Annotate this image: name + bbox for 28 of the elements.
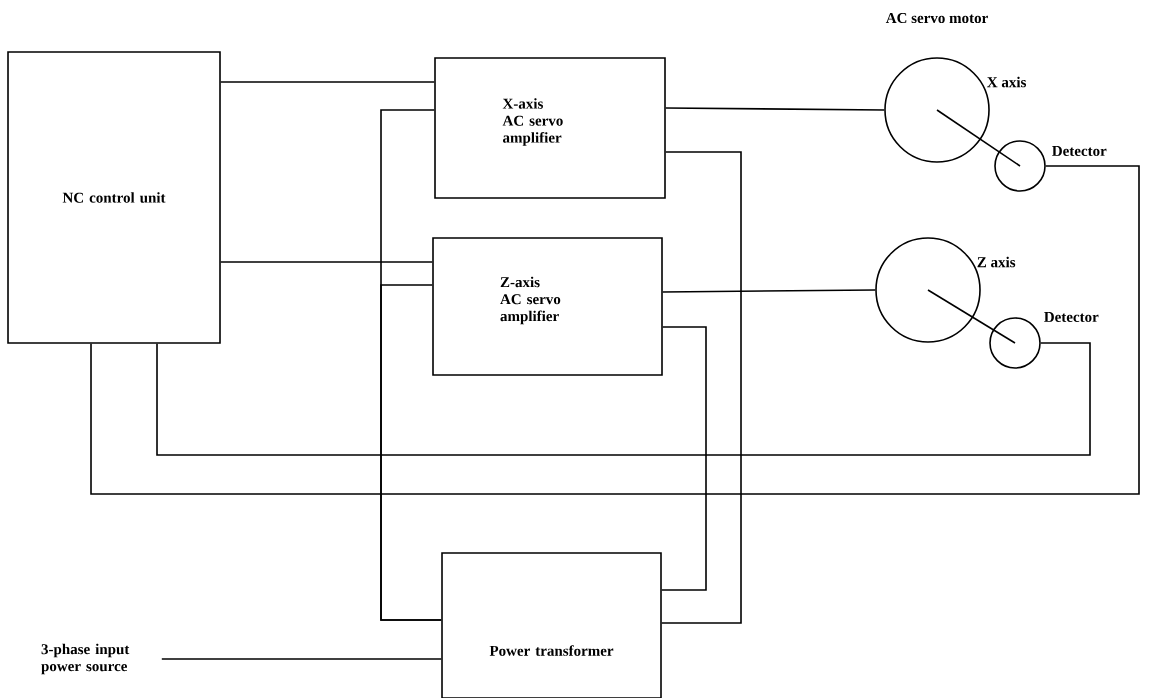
wire <box>220 81 435 83</box>
input-label: 3-phase input power source <box>41 643 130 675</box>
wire <box>380 284 442 621</box>
block-label: NC control unit <box>62 192 166 203</box>
block-box <box>441 552 662 698</box>
wire <box>665 107 885 111</box>
block-box <box>432 237 663 376</box>
wire <box>90 165 1140 495</box>
block-label: Z-axis AC servo amplifier <box>500 276 561 325</box>
wire <box>661 326 707 591</box>
wire <box>220 261 433 263</box>
beside-label: Detector <box>1052 146 1107 156</box>
beside-label: Z axis <box>977 256 1016 268</box>
beside-label: X axis <box>987 76 1027 88</box>
wire <box>161 658 442 660</box>
shaft-line <box>936 109 1021 167</box>
beside-label: Detector <box>1044 312 1099 322</box>
wire <box>662 289 876 293</box>
block-label: X-axis AC servo amplifier <box>502 98 563 146</box>
block-box <box>7 51 221 344</box>
block-label: Power transformer <box>489 645 614 656</box>
detector-circle <box>989 317 1041 369</box>
shaft-line <box>927 289 1016 344</box>
detector-circle <box>994 140 1046 192</box>
wire <box>661 151 742 624</box>
heading-label: AC servo motor <box>885 12 988 24</box>
block-box <box>434 57 666 199</box>
wire <box>156 342 1091 456</box>
